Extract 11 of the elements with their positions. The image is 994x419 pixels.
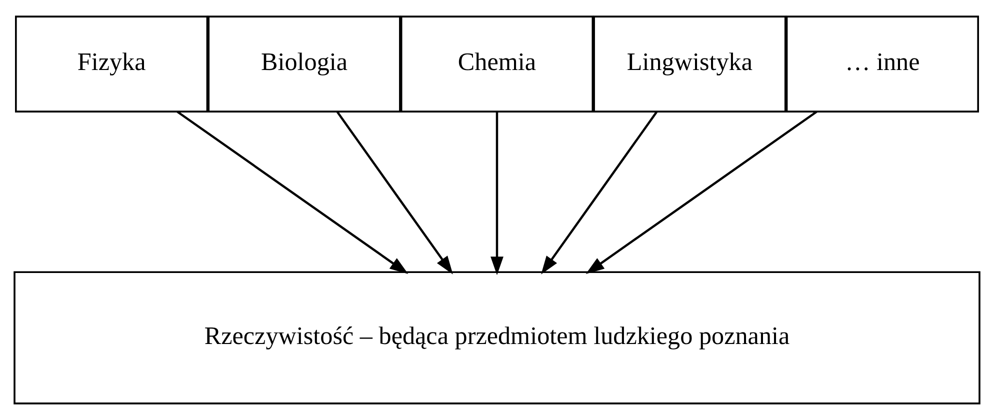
arrow <box>336 110 453 274</box>
node-box: Rzeczywistość – będąca przedmiotem ludzkiego poznania <box>14 270 980 404</box>
node-box: Fizyka <box>15 15 208 112</box>
node-box: Lingwistyka <box>593 15 786 112</box>
node-box: Biologia <box>208 15 401 112</box>
arrow <box>541 110 658 274</box>
node-box: … inne <box>786 15 979 112</box>
arrow <box>176 110 408 274</box>
arrow <box>490 112 504 275</box>
arrow <box>586 110 818 274</box>
node-box: Chemia <box>400 15 594 112</box>
